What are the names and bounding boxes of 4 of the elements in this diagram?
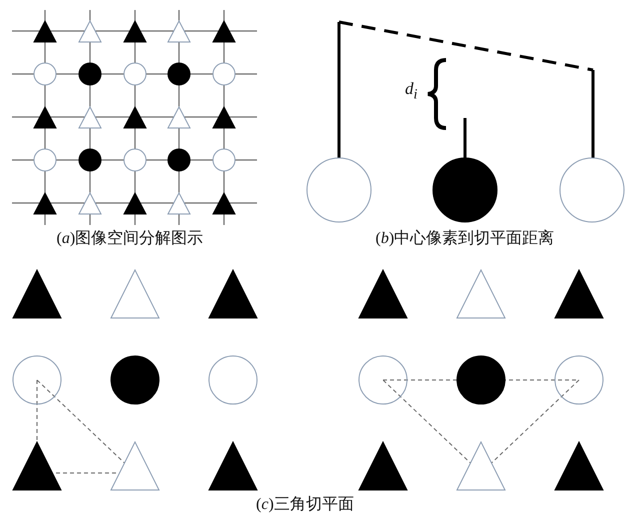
figure-caption: (c)三角切平面	[256, 496, 354, 514]
distance-label: d$_{i}$	[405, 80, 418, 103]
figure-caption: (a)图像空间分解图示	[56, 230, 204, 248]
figure-caption: (b)中心像素到切平面距离	[376, 230, 554, 248]
